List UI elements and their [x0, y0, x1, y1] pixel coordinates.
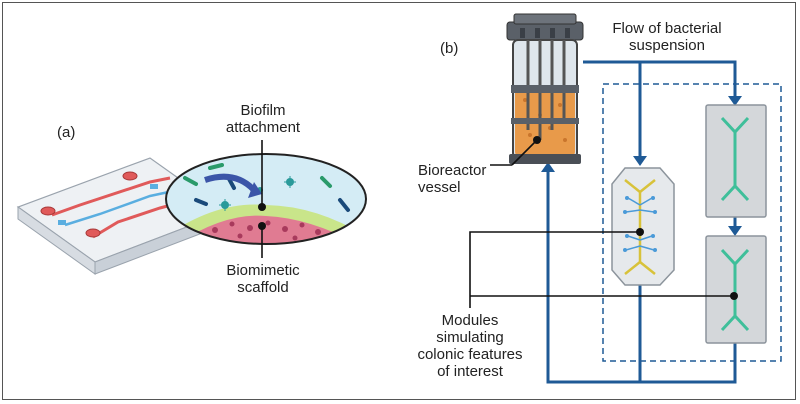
- bioreactor-vessel-label: Bioreactor vessel: [418, 162, 498, 196]
- modules-label-line-3: colonic features: [417, 346, 523, 363]
- flow-label-line-2: suspension: [629, 37, 705, 54]
- callout-modules-dot-chip: [636, 228, 644, 236]
- panel-a-label: (a): [57, 124, 76, 141]
- bioreactor-vessel: [506, 13, 584, 164]
- flow-label: Flow of bacterial suspension: [598, 20, 736, 54]
- callout-modules-lines: [469, 231, 734, 308]
- panel-b-label: (b): [440, 40, 459, 57]
- scaffold-label-line-1: Biomimetic: [226, 262, 300, 279]
- callout-scaffold-dot: [258, 222, 266, 230]
- biofilm-label-line-1: Biofilm: [240, 102, 286, 119]
- modules-label-line-2: simulating: [436, 329, 504, 346]
- callout-vessel-dot: [533, 136, 541, 144]
- vessel-label-line-1: Bioreactor: [418, 162, 487, 179]
- modules-label-line-4: of interest: [437, 363, 503, 380]
- flow-arrow-lower-chip: [728, 226, 742, 236]
- modules-label-line-1: Modules: [441, 312, 499, 329]
- figure-frame: [2, 2, 796, 400]
- flow-arrow-middle-chip: [633, 156, 647, 166]
- zoom-view: [165, 153, 367, 245]
- modules-dashed-box: [602, 83, 782, 362]
- modules-label: Modules simulating colonic features of i…: [404, 312, 536, 380]
- scaffold-label-line-2: scaffold: [237, 279, 289, 296]
- flow-arrow-right-chip: [728, 96, 742, 106]
- module-chip-green-top: [705, 104, 767, 218]
- biofilm-label-line-2: attachment: [225, 119, 301, 136]
- module-chip-green-bottom: [705, 235, 767, 344]
- vessel-label-line-2: vessel: [418, 179, 461, 196]
- biomimetic-scaffold-label: Biomimetic scaffold: [212, 262, 314, 296]
- module-chip-yellow: [611, 167, 675, 286]
- biofilm-attachment-label: Biofilm attachment: [210, 102, 316, 136]
- flow-arrow-vessel: [541, 162, 555, 172]
- callout-modules-dot-right: [730, 292, 738, 300]
- callout-biofilm-dot: [258, 203, 266, 211]
- flow-label-line-1: Flow of bacterial: [612, 20, 722, 37]
